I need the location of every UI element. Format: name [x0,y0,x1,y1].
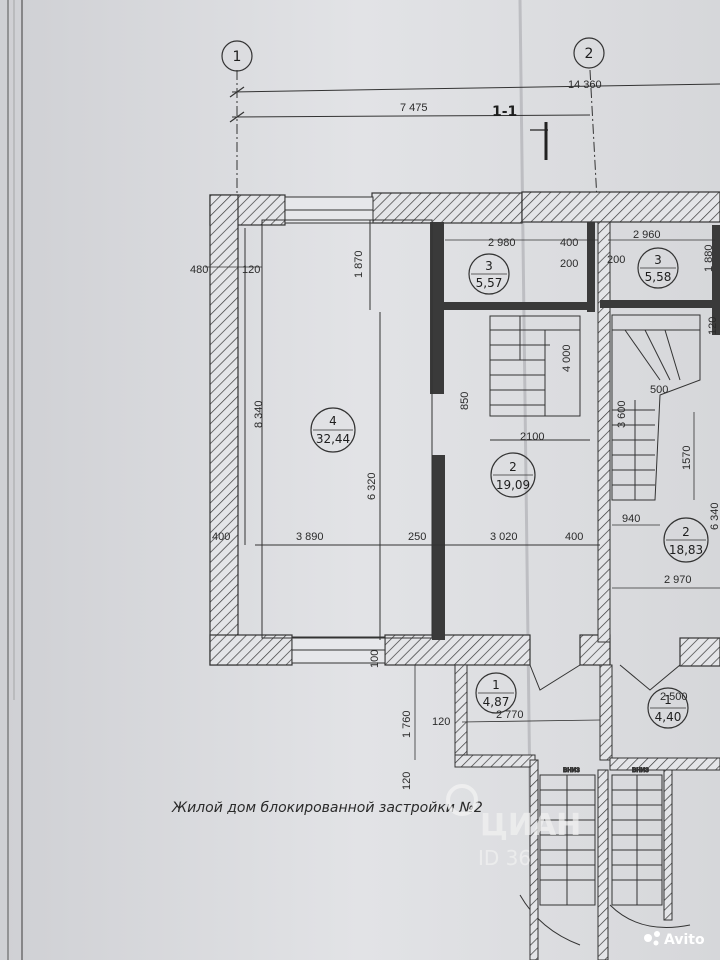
axis-2-bubble [573,37,605,69]
svg-text:2 770: 2 770 [496,709,524,721]
svg-text:2 970: 2 970 [664,574,692,586]
svg-text:500: 500 [650,384,668,396]
svg-text:19,09: 19,09 [496,478,530,492]
room-3-left-marker [468,253,510,295]
svg-text:200: 200 [560,258,578,270]
cian-watermark: ЦИАН ID 36 [446,784,581,870]
svg-text:ЦИАН: ЦИАН [480,808,581,843]
svg-text:5,57: 5,57 [476,276,503,290]
svg-text:вниз: вниз [563,765,580,774]
svg-text:2100: 2100 [520,431,544,443]
svg-text:120: 120 [401,772,413,790]
axis-1-bubble [221,40,253,72]
drawing-caption: Жилой дом блокированной застройки №2 [171,800,483,816]
svg-text:3: 3 [654,253,662,267]
entrance-stairs: вниз вниз [519,759,691,960]
dim-left-block: 7 475 [400,102,428,114]
axis-2-label: 2 [585,46,594,62]
svg-text:100: 100 [369,650,381,668]
stair-right-unit [611,314,701,501]
svg-text:480: 480 [190,264,208,276]
dim-overall: 14 360 [568,79,602,91]
room-1-right-marker [647,687,689,729]
svg-text:2: 2 [682,525,690,539]
avito-logo-icon [644,934,652,942]
svg-text:2: 2 [509,460,517,474]
svg-text:3: 3 [485,259,493,273]
room-4-marker [310,407,356,453]
svg-text:2 980: 2 980 [488,237,516,249]
svg-text:250: 250 [408,531,426,543]
room-2-left-marker [490,452,536,498]
svg-text:400: 400 [560,237,578,249]
svg-text:1570: 1570 [681,446,693,470]
walls-hatched [209,191,720,771]
svg-text:2 960: 2 960 [633,229,661,241]
svg-text:4,40: 4,40 [655,710,682,724]
svg-text:8 340: 8 340 [253,400,265,428]
section-label: 1-1 [492,104,517,120]
svg-text:3 020: 3 020 [490,531,518,543]
svg-text:940: 940 [622,513,640,525]
avito-badge: Avito [644,931,705,948]
svg-text:200: 200 [607,254,625,266]
room-3-right-marker [637,247,679,289]
room-2-right-marker [663,517,709,563]
svg-text:2 500: 2 500 [660,691,688,703]
dimension-annotations: 480 120 1 870 8 340 6 320 2 980 400 200 … [190,229,720,790]
svg-text:18,83: 18,83 [669,543,703,557]
svg-text:120: 120 [242,264,260,276]
svg-text:1 880: 1 880 [703,244,715,272]
svg-text:1 870: 1 870 [353,250,365,278]
svg-text:400: 400 [212,531,230,543]
axis-1-label: 1 [233,49,242,65]
svg-text:32,44: 32,44 [316,432,350,446]
svg-text:850: 850 [459,392,471,410]
svg-text:3 600: 3 600 [616,400,628,428]
svg-text:5,58: 5,58 [645,270,672,284]
svg-text:120: 120 [432,716,450,728]
svg-text:ID 36: ID 36 [478,846,531,870]
svg-text:3 890: 3 890 [296,531,324,543]
svg-text:120: 120 [707,317,719,335]
svg-text:1 760: 1 760 [401,710,413,738]
svg-text:вниз: вниз [632,765,649,774]
svg-text:6 340: 6 340 [709,502,720,530]
svg-text:1: 1 [492,678,500,692]
cian-logo-icon [446,784,478,816]
room-1-left-marker [475,672,517,714]
stair-left-unit [489,315,590,441]
svg-text:4 000: 4 000 [561,344,573,372]
svg-text:Avito: Avito [664,932,705,948]
svg-text:1: 1 [664,693,672,707]
svg-text:400: 400 [565,531,583,543]
svg-text:4: 4 [329,414,337,428]
svg-text:6 320: 6 320 [366,472,378,500]
svg-text:4,87: 4,87 [483,695,510,709]
room-labels: 4 32,44 3 5,57 3 5,58 2 19,09 2 18,83 1 … [310,247,709,729]
